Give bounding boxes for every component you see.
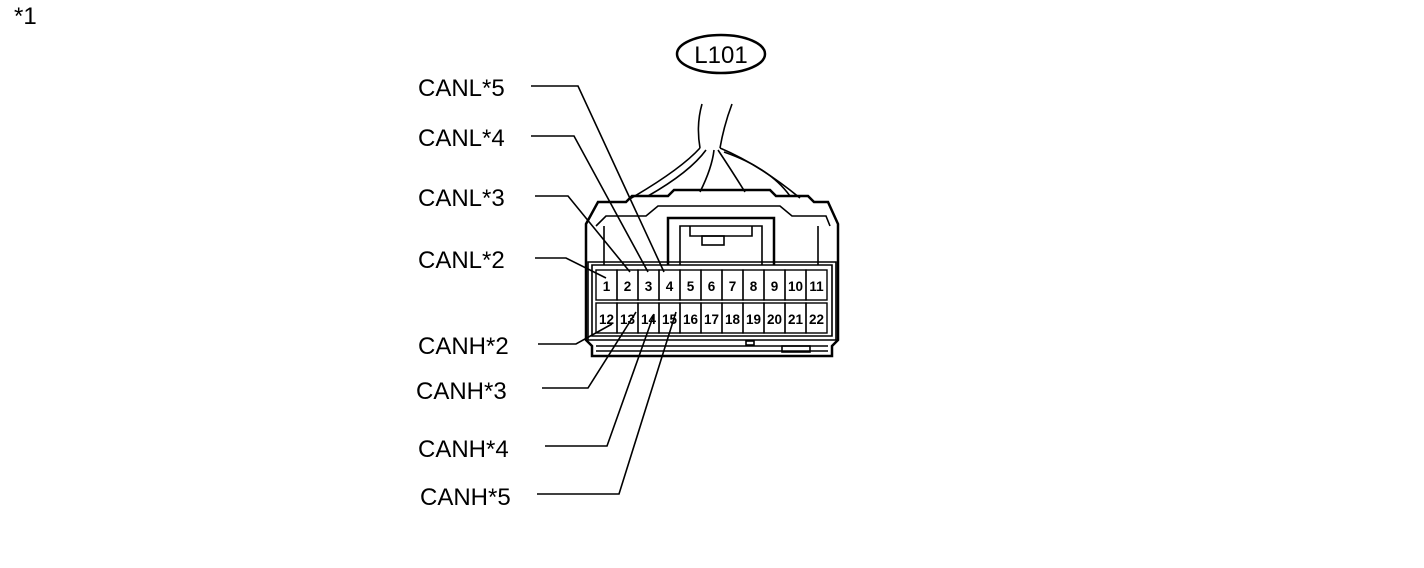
- connector-id-tag: L101: [675, 33, 767, 75]
- pin-number: 2: [624, 279, 632, 294]
- label-canh-3: CANH*3: [416, 378, 507, 405]
- pin-cell: [805, 269, 828, 301]
- label-canl-5: CANL*5: [418, 75, 505, 102]
- pin-number: 10: [788, 279, 803, 294]
- pin-number: 12: [599, 312, 614, 327]
- leader-canl-5: [531, 85, 665, 273]
- figure-ref-label: *1: [14, 3, 37, 30]
- pin-number: 17: [704, 312, 719, 327]
- connector-id-oval: [675, 33, 767, 75]
- pin-number: 18: [725, 312, 741, 327]
- pin-number: 21: [788, 312, 804, 327]
- label-canh-2: CANH*2: [418, 333, 509, 360]
- callout-leaders: [531, 85, 677, 495]
- pin-number: 16: [683, 312, 699, 327]
- pin-number: 15: [662, 312, 678, 327]
- label-canl-4: CANL*4: [418, 125, 505, 152]
- pin-number: 6: [708, 279, 716, 294]
- pin-number: 22: [809, 312, 824, 327]
- connector-id-text: L101: [694, 42, 747, 69]
- callout-labels: CANL*5 CANL*4 CANL*3 CANL*2 CANH*2 CANH*…: [416, 75, 511, 511]
- leader-canl-2: [535, 257, 607, 279]
- pin-number: 5: [687, 279, 695, 294]
- pin-cell: [805, 302, 828, 334]
- label-canh-5: CANH*5: [420, 484, 511, 511]
- label-canl-2: CANL*2: [418, 247, 505, 274]
- pin-number: 3: [645, 279, 653, 294]
- leader-canl-4: [531, 135, 649, 273]
- pin-number: 11: [809, 279, 824, 294]
- leader-canh-5: [537, 311, 677, 495]
- wire-harness: [627, 103, 801, 201]
- leader-canh-2: [538, 323, 613, 345]
- pin-number: 4: [666, 279, 674, 294]
- label-canl-3: CANL*3: [418, 185, 505, 212]
- leader-canh-4: [545, 313, 655, 447]
- label-canh-4: CANH*4: [418, 436, 509, 463]
- pin-number: 1: [603, 279, 611, 294]
- pin-number: 19: [746, 312, 761, 327]
- leader-canh-3: [542, 311, 637, 389]
- pin-number: 13: [620, 312, 636, 327]
- pin-number: 20: [767, 312, 782, 327]
- pin-number: 8: [750, 279, 758, 294]
- pin-number: 7: [729, 279, 737, 294]
- leader-canl-3: [535, 195, 631, 273]
- connector-housing: [584, 188, 840, 358]
- pin-number: 9: [771, 279, 779, 294]
